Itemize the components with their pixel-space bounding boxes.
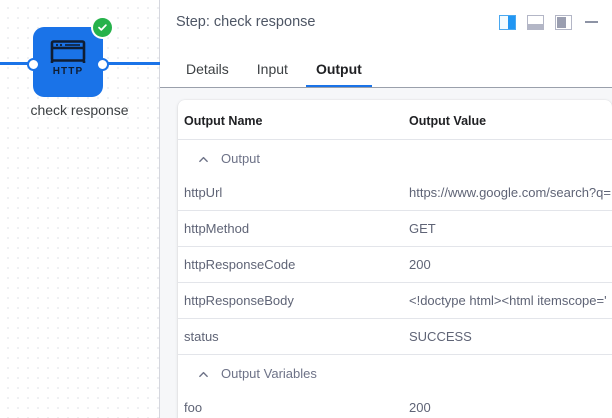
row-value: SUCCESS <box>403 318 612 355</box>
output-table: Output Name Output Value <box>178 100 612 418</box>
http-label: HTTP <box>52 66 84 77</box>
http-node-icon: HTTP <box>33 40 103 77</box>
chevron-up-icon <box>198 368 209 379</box>
row-value: 200 <box>403 246 612 283</box>
panel-header: Step: check response <box>160 0 612 44</box>
row-name: status <box>178 318 403 355</box>
step-detail-panel: Step: check response Details Input Outpu… <box>160 0 612 418</box>
column-header-output-value: Output Value <box>403 100 612 140</box>
row-value: GET <box>403 210 612 247</box>
row-value: 200 <box>409 400 431 415</box>
group-toggle-output-variables[interactable]: Output Variables <box>184 366 606 381</box>
output-table-body: Output httpUrl https://www.google.com/se… <box>178 140 612 418</box>
tab-output[interactable]: Output <box>305 61 372 88</box>
workflow-node-check-response[interactable]: HTTP <box>27 18 112 97</box>
layout-right-split-icon[interactable] <box>499 14 516 30</box>
group-row-output-variables[interactable]: Output Variables <box>178 355 612 391</box>
table-row[interactable]: status SUCCESS <box>178 318 612 355</box>
tab-details[interactable]: Details <box>186 61 229 77</box>
row-name: httpResponseBody <box>178 282 403 319</box>
page-title: Step: check response <box>176 14 316 30</box>
check-success-icon <box>93 18 112 37</box>
panel-body: Output Name Output Value <box>160 88 612 418</box>
row-name: httpMethod <box>178 210 403 247</box>
row-value: <!doctype html><html itemscope=' <box>403 282 612 319</box>
layout-left-split-icon[interactable] <box>555 14 572 30</box>
table-header-row: Output Name Output Value <box>178 100 612 140</box>
layout-bottom-split-icon[interactable] <box>527 14 544 30</box>
table-row[interactable]: httpUrl https://www.google.com/search?q= <box>178 175 612 211</box>
output-card: Output Name Output Value <box>178 100 612 418</box>
table-row[interactable]: httpResponseCode 200 <box>178 246 612 283</box>
minimize-icon[interactable] <box>585 21 598 23</box>
node-caption: check response <box>30 102 129 118</box>
output-table-head: Output Name Output Value <box>178 100 612 140</box>
table-row[interactable]: httpMethod GET <box>178 210 612 247</box>
node-body[interactable]: HTTP <box>27 18 112 97</box>
group-label-text: Output <box>221 151 261 166</box>
group-cell: Output Variables <box>178 355 612 391</box>
table-row[interactable]: httpResponseBody <!doctype html><html it… <box>178 282 612 319</box>
column-header-output-name: Output Name <box>178 100 403 140</box>
panel-tabs: Details Input Output <box>160 44 612 88</box>
row-name: foo <box>184 400 203 415</box>
row-value: https://www.google.com/search?q= <box>403 175 612 211</box>
table-row[interactable]: foo 200 <box>178 390 612 418</box>
tab-input[interactable]: Input <box>256 61 288 77</box>
workflow-canvas[interactable]: HTTP check response <box>0 0 160 418</box>
chevron-up-icon <box>198 153 209 164</box>
group-cell: Output <box>178 140 612 176</box>
group-row-output[interactable]: Output <box>178 140 612 176</box>
row-name: httpResponseCode <box>178 246 403 283</box>
row-name: httpUrl <box>178 175 403 211</box>
group-toggle-output[interactable]: Output <box>184 151 606 166</box>
group-label-text: Output Variables <box>221 366 317 381</box>
node-port-input[interactable] <box>27 58 40 71</box>
panel-divider <box>160 87 612 88</box>
panel-header-actions <box>499 14 598 30</box>
node-port-output[interactable] <box>96 58 109 71</box>
